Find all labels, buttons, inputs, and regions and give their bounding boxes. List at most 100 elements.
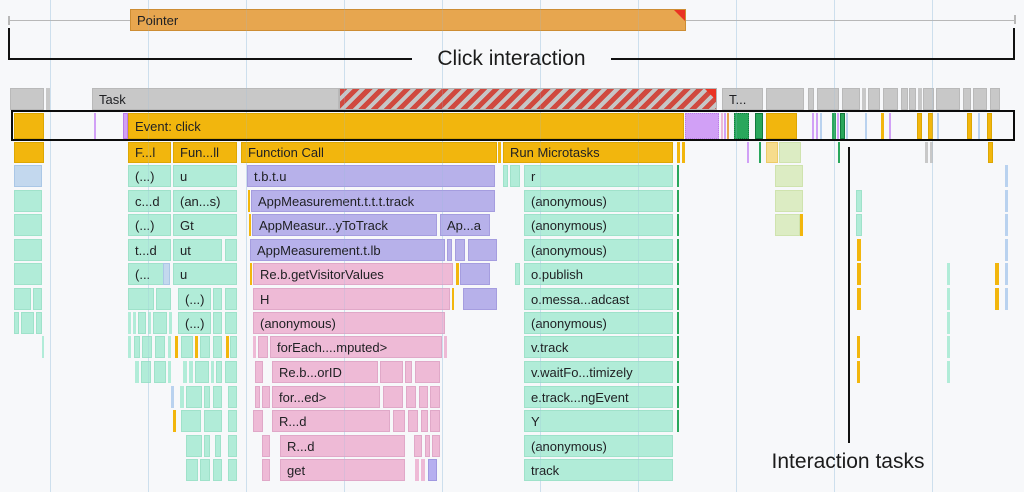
flame-sliver[interactable] [432,435,440,457]
flame-sliver[interactable] [419,386,428,408]
flame-sliver[interactable] [677,361,679,383]
flame-sliver[interactable] [169,312,172,334]
flame-sliver[interactable] [856,190,862,212]
task-bar[interactable]: Task [92,88,339,110]
flame-sliver[interactable] [832,113,836,139]
function-call-bar[interactable]: Function Call [241,142,497,163]
flame-sliver[interactable] [1005,288,1008,310]
flame-sliver[interactable] [414,435,422,457]
frame-gt[interactable]: Gt [173,214,237,236]
flame-sliver[interactable] [14,190,42,212]
frame-anonymous[interactable]: (anonymous) [524,312,673,334]
flame-sliver[interactable] [213,336,222,358]
flame-sliver[interactable] [775,190,803,212]
frame-[interactable]: (...) [178,288,211,310]
flame-sliver[interactable] [428,459,437,481]
flame-sliver[interactable] [468,239,497,261]
flame-sliver[interactable] [901,88,908,110]
flame-sliver[interactable] [883,88,898,110]
flame-sliver[interactable] [967,113,972,139]
flame-sliver[interactable] [421,410,428,432]
frame-appmeasurement-t-t-t-track[interactable]: AppMeasurement.t.t.t.track [251,190,495,212]
flame-sliver[interactable] [216,361,222,383]
flame-sliver[interactable] [1005,263,1008,285]
frame-r-d[interactable]: R...d [280,435,405,457]
flame-sliver[interactable] [838,142,840,163]
flame-sliver[interactable] [405,361,412,383]
flame-sliver[interactable] [380,361,403,383]
flame-sliver[interactable] [460,263,490,285]
flame-sliver[interactable] [204,435,210,457]
flame-sliver[interactable] [947,263,950,285]
frame-t-b-t-u[interactable]: t.b.t.u [247,165,495,187]
flame-sliver[interactable] [248,190,250,212]
flame-sliver[interactable] [421,459,425,481]
frame-anonymous[interactable]: (anonymous) [524,214,673,236]
flame-sliver[interactable] [868,88,880,110]
flame-sliver[interactable] [225,361,237,383]
frame-u[interactable]: u [173,263,237,285]
flame-sliver[interactable] [123,113,128,139]
flame-sliver[interactable] [226,336,229,358]
flame-sliver[interactable] [181,336,193,358]
flame-sliver[interactable] [857,239,861,261]
frame-fun-ll[interactable]: Fun...ll [173,142,237,163]
flame-sliver[interactable] [142,336,152,358]
flame-sliver[interactable] [947,288,950,310]
flame-sliver[interactable] [936,88,960,110]
flame-sliver[interactable] [995,288,999,310]
flame-sliver[interactable] [189,361,193,383]
frame-anonymous[interactable]: (anonymous) [524,239,673,261]
flame-sliver[interactable] [425,435,430,457]
flame-sliver[interactable] [94,113,96,139]
flame-sliver[interactable] [154,361,166,383]
flame-sliver[interactable] [455,239,465,261]
flame-sliver[interactable] [230,336,237,358]
frame-r-d[interactable]: R...d [272,410,390,432]
flame-sliver[interactable] [677,288,679,310]
frame-appmeasur-ytotrack[interactable]: AppMeasur...yToTrack [252,214,437,236]
flame-sliver[interactable] [228,386,237,408]
frame-r[interactable]: r [524,165,673,187]
frame-get[interactable]: get [280,459,405,481]
flame-sliver[interactable] [677,336,679,358]
flame-sliver[interactable] [857,263,861,285]
flame-sliver[interactable] [759,142,761,163]
flame-sliver[interactable] [253,336,256,358]
flame-sliver[interactable] [180,386,184,408]
frame-[interactable]: (...) [128,165,171,187]
flame-sliver[interactable] [430,410,440,432]
flame-sliver[interactable] [755,113,763,139]
task-bar-truncated[interactable]: T... [722,88,763,110]
flame-sliver[interactable] [14,239,42,261]
flame-sliver[interactable] [677,239,679,261]
flame-sliver[interactable] [808,88,814,110]
flame-sliver[interactable] [800,214,803,236]
flame-sliver[interactable] [262,435,270,457]
flame-sliver[interactable] [168,361,171,383]
flame-sliver[interactable] [200,336,210,358]
flame-sliver[interactable] [46,88,50,110]
flame-sliver[interactable] [255,361,263,383]
flame-sliver[interactable] [812,113,814,139]
frame-o-publish[interactable]: o.publish [524,263,673,285]
flame-sliver[interactable] [128,288,154,310]
flame-sliver[interactable] [195,361,209,383]
flame-sliver[interactable] [213,459,222,481]
flame-sliver[interactable] [677,410,679,432]
frame-t-d[interactable]: t...d [128,239,171,261]
event-click-bar[interactable]: Event: click [128,113,684,139]
frame-[interactable]: (... [128,263,164,285]
flame-sliver[interactable] [204,386,210,408]
flame-sliver[interactable] [677,214,679,236]
flame-sliver[interactable] [183,361,187,383]
flame-sliver[interactable] [14,165,42,187]
flame-sliver[interactable] [128,312,131,334]
flame-sliver[interactable] [947,361,950,383]
flame-sliver[interactable] [211,361,214,383]
flame-sliver[interactable] [175,336,178,358]
flame-sliver[interactable] [510,165,520,187]
flame-sliver[interactable] [163,263,170,285]
flame-sliver[interactable] [917,113,922,139]
flame-sliver[interactable] [133,312,136,334]
